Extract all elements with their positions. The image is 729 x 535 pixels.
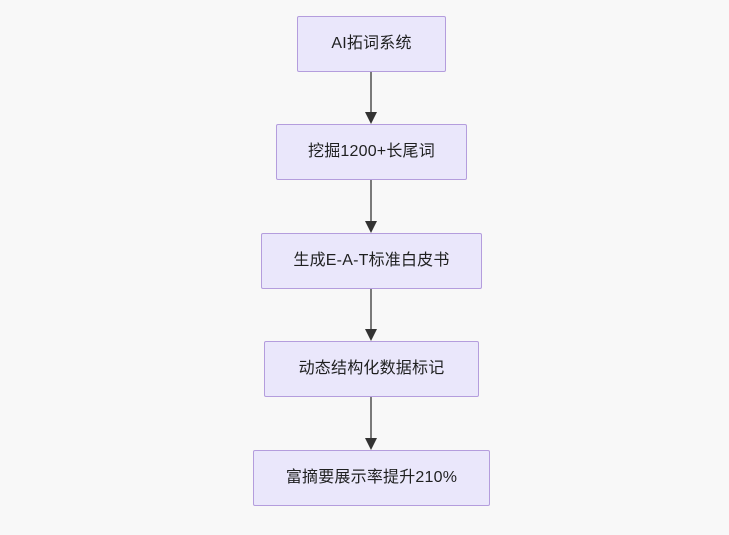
flow-node-mine-longtail-keywords[interactable]: 挖掘1200+长尾词 [276,124,467,180]
edge-n4-n5 [365,397,377,450]
edge-n2-n3 [365,180,377,233]
flow-node-rich-snippet-impression-lift[interactable]: 富摘要展示率提升210% [253,450,490,506]
edge-n1-n2 [365,72,377,124]
flow-node-dynamic-structured-data-markup[interactable]: 动态结构化数据标记 [264,341,479,397]
flow-node-label: 动态结构化数据标记 [298,360,445,378]
flow-node-label: 富摘要展示率提升210% [285,469,458,487]
flow-node-label: AI拓词系统 [331,35,412,53]
flow-node-ai-keyword-system[interactable]: AI拓词系统 [297,16,446,72]
flow-node-label: 生成E-A-T标准白皮书 [293,252,450,270]
flow-node-generate-eat-whitepaper[interactable]: 生成E-A-T标准白皮书 [261,233,482,289]
flow-node-label: 挖掘1200+长尾词 [308,143,435,161]
edge-n3-n4 [365,289,377,341]
